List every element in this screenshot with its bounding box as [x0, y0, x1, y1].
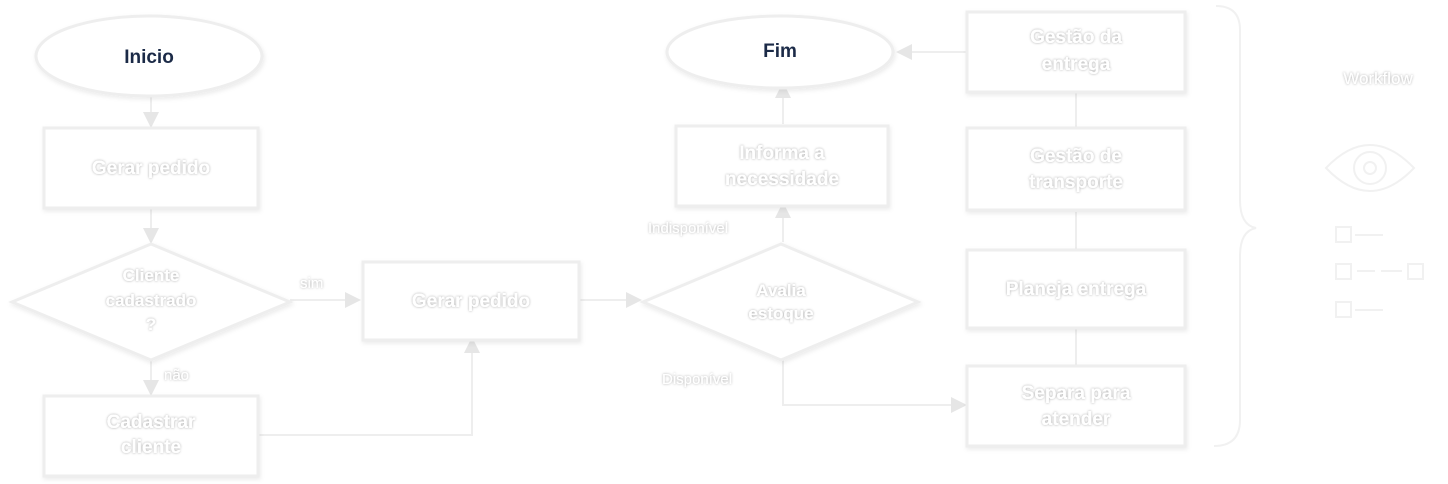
sidebar-title: Workflow	[1343, 69, 1413, 88]
node-gestao-transporte: Gestão de transporte	[965, 126, 1187, 212]
node-informa-line2: necessidade	[725, 169, 839, 190]
node-cliente-cadastrado-line1: Cliente	[123, 266, 180, 285]
node-cliente-cadastrado: Cliente cadastrado ?	[8, 242, 294, 362]
workflow-nodes-icon	[1335, 226, 1424, 318]
node-separa-atender: Separa para atender	[965, 364, 1187, 448]
node-cliente-cadastrado-line2: cadastrado	[106, 291, 197, 310]
node-gerar-pedido-2: Gerar pedido	[361, 260, 581, 342]
node-cadastrar-cliente-line1: Cadastrar	[107, 412, 196, 433]
node-gerar-pedido-2-label: Gerar pedido	[412, 291, 530, 312]
node-informa-line1: Informa a	[739, 143, 825, 164]
edge-label-sim: sim	[300, 275, 323, 292]
node-inicio-label: Inicio	[124, 47, 174, 68]
connectors	[143, 44, 1077, 436]
edge-label-disponivel: Disponível	[662, 371, 732, 388]
connector-avalia-separa	[782, 360, 967, 413]
node-gestao-entrega-line2: entrega	[1042, 54, 1111, 75]
node-gestao-transporte-line1: Gestão de	[1030, 146, 1122, 167]
connector-cadastrar-gerar2	[258, 337, 480, 436]
node-informa-necessidade: Informa a necessidade	[674, 124, 890, 208]
node-gestao-entrega-line1: Gestão da	[1030, 27, 1122, 48]
node-separa-line1: Separa para	[1022, 383, 1131, 404]
brace-shape	[1213, 5, 1257, 447]
node-separa-line2: atender	[1042, 409, 1111, 430]
node-inicio: Inicio	[34, 14, 264, 98]
node-planeja-entrega: Planeja entrega	[965, 248, 1187, 330]
node-cadastrar-cliente: Cadastrar cliente	[42, 394, 260, 478]
edge-label-nao: não	[164, 367, 189, 384]
node-gerar-pedido-1: Gerar pedido	[42, 126, 260, 210]
node-avalia-estoque: Avalia estoque	[639, 242, 922, 362]
node-gestao-entrega: Gestão da entrega	[965, 10, 1187, 94]
node-avalia-estoque-line1: Avalia	[756, 281, 806, 300]
eye-icon	[1324, 144, 1416, 192]
node-gestao-transporte-line2: transporte	[1029, 172, 1123, 193]
edge-label-indisponivel: Indisponível	[648, 220, 728, 237]
node-avalia-estoque-line2: estoque	[748, 304, 813, 323]
node-cliente-cadastrado-line3: ?	[146, 315, 156, 334]
node-fim: Fim	[665, 14, 895, 90]
node-fim-label: Fim	[763, 41, 797, 62]
node-cadastrar-cliente-line2: cliente	[121, 437, 181, 458]
node-planeja-entrega-label: Planeja entrega	[1006, 279, 1147, 300]
node-gerar-pedido-1-label: Gerar pedido	[92, 158, 210, 179]
